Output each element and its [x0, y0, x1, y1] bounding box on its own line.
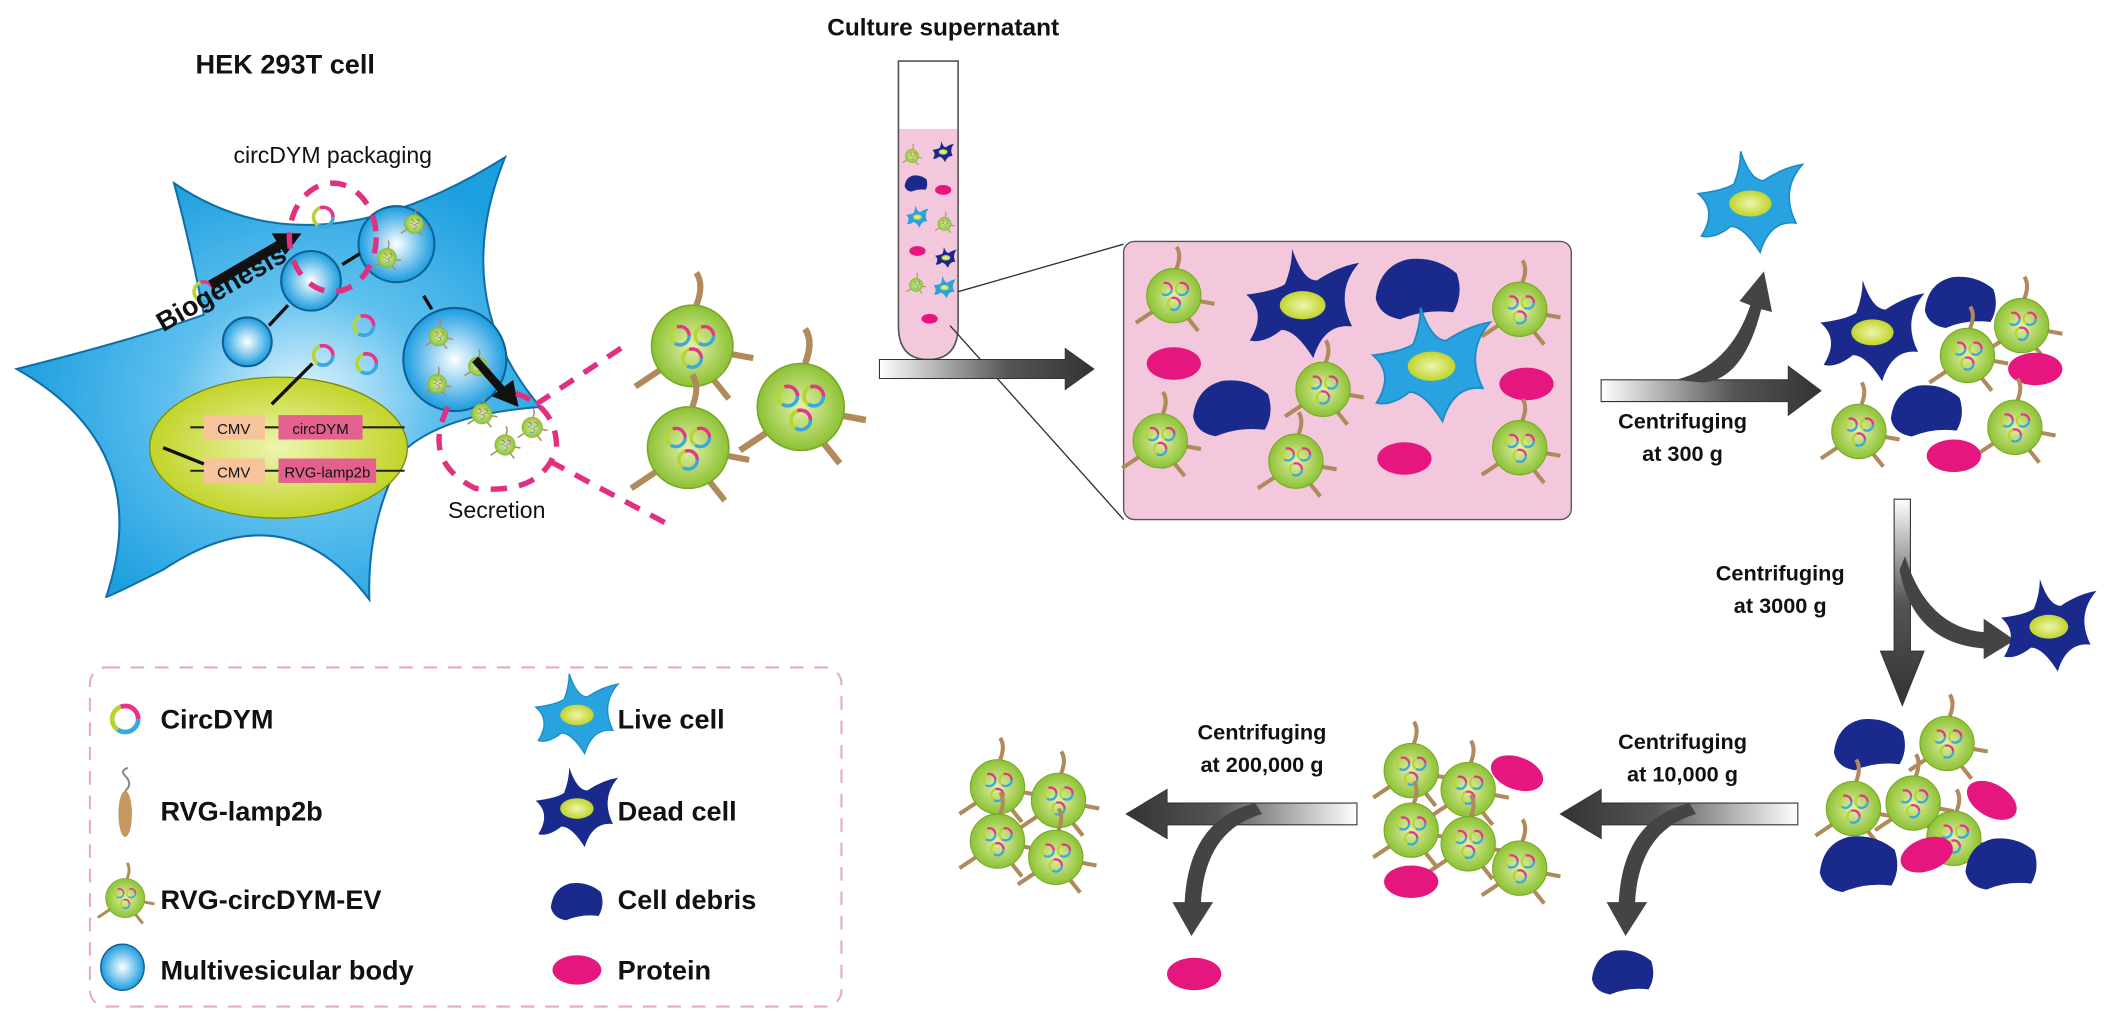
live-cell-icon [535, 673, 619, 755]
zoom-lines [949, 243, 1125, 521]
packaging-label: circDYM packaging [233, 142, 432, 168]
debris-icon [550, 883, 603, 921]
supernatant-contents-box [1122, 240, 1572, 521]
gene-construct-2: CMV RVG-lamp2b [190, 458, 405, 483]
centrifuge-arrow-300g [1600, 365, 1822, 417]
ev-icon [98, 863, 155, 924]
step-label-line1: Centrifuging [1618, 409, 1747, 434]
branch-arrow-live-cell [1675, 271, 1773, 383]
step-label-line2: at 200,000 g [1200, 752, 1323, 777]
centrifuge-arrow-3000g [1879, 498, 1925, 707]
branch-arrow-protein [1172, 803, 1262, 937]
legend-label: Dead cell [618, 796, 737, 827]
mvb-medium [280, 249, 342, 312]
step-label-line2: at 300 g [1642, 441, 1723, 466]
promoter-label: CMV [217, 421, 250, 438]
packaging-highlight [286, 180, 674, 529]
mvb-large [402, 306, 508, 413]
supernatant-title: Culture supernatant [827, 14, 1059, 41]
mvb-small [221, 316, 273, 368]
internal-arrows [162, 252, 434, 466]
debris-removed [1591, 950, 1654, 995]
gene-label: circDYM [292, 421, 348, 438]
live-cell-removed [1697, 150, 1804, 254]
step-label-line2: at 3000 g [1734, 593, 1827, 618]
rvg-lamp2b-icon [118, 766, 132, 838]
cell-title: HEK 293T cell [196, 48, 375, 79]
step-label-line1: Centrifuging [1198, 719, 1327, 744]
dead-cell-removed [2001, 578, 2097, 672]
promoter-label: CMV [217, 465, 250, 482]
biogenesis-arrow [208, 237, 288, 289]
circdym-icon [112, 706, 138, 732]
ev-cluster [631, 273, 866, 501]
gene-label: RVG-lamp2b [284, 465, 370, 482]
legend: CircDYM RVG-lamp2b RVG-circDYM-EV Multiv… [88, 666, 843, 1008]
purified-ev-group [959, 738, 1099, 893]
legend-label: Cell debris [618, 884, 757, 915]
mvb-icon [100, 943, 145, 991]
dead-cell-icon [535, 767, 619, 848]
step-label-line2: at 10,000 g [1627, 761, 1738, 786]
branch-arrow-debris [1606, 803, 1697, 937]
protein-icon [552, 955, 602, 985]
gene-construct-1: CMV circDYM [190, 415, 405, 440]
legend-label: RVG-circDYM-EV [160, 884, 381, 915]
step-label-line1: Centrifuging [1618, 729, 1747, 754]
legend-label: Protein [618, 954, 711, 985]
transfer-arrow [878, 347, 1095, 391]
legend-label: Live cell [618, 703, 725, 734]
protein-removed [1167, 957, 1222, 991]
secretion-arrow [472, 356, 509, 397]
legend-label: Multivesicular body [160, 954, 413, 985]
centrifuge-tube [897, 60, 959, 361]
pellet-group-after-3000g [1815, 695, 2037, 893]
secretion-label: Secretion [448, 497, 545, 523]
legend-label: RVG-lamp2b [160, 796, 322, 827]
branch-arrow-dead-cell [1899, 556, 2015, 660]
step-label-line1: Centrifuging [1716, 561, 1845, 586]
pellet-group-after-300g [1820, 277, 2062, 473]
legend-label: CircDYM [160, 703, 273, 734]
pellet-group-after-10000g [1373, 722, 1560, 904]
